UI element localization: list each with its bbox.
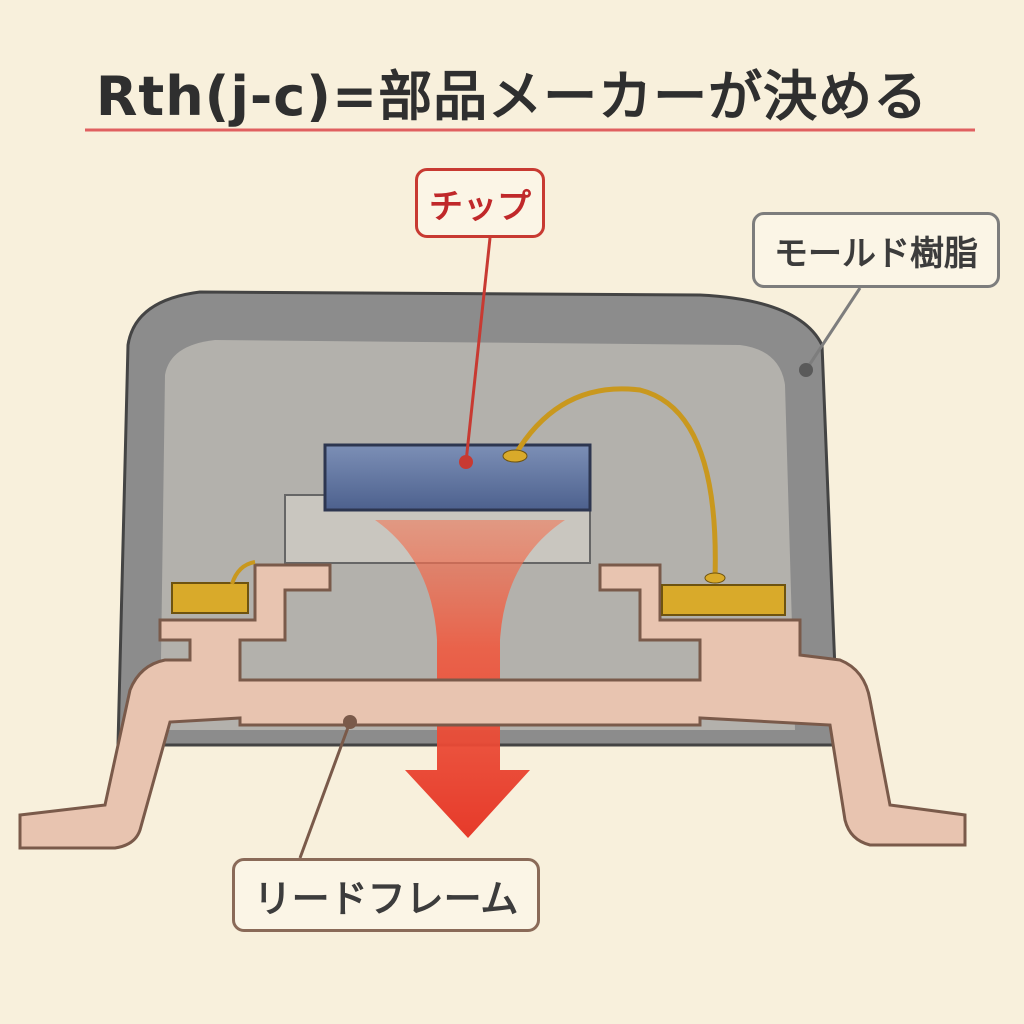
mold-leader-dot — [799, 363, 813, 377]
bond-wire-left — [230, 560, 256, 585]
lead-frame-label: リードフレーム — [232, 858, 540, 932]
chip-leader-line — [464, 237, 492, 463]
bond-pad-left — [171, 582, 249, 614]
bond-pad-right — [661, 584, 786, 616]
chip-label: チップ — [415, 168, 545, 238]
lead-leader-line — [298, 721, 352, 859]
chip-leader-dot — [459, 455, 473, 469]
wire-bond-ball — [502, 449, 528, 463]
lead-leader-dot — [343, 715, 357, 729]
chip-die — [323, 443, 592, 512]
wire-bond-ball — [704, 572, 726, 584]
bond-wire-right — [512, 386, 718, 579]
lead-frame — [18, 563, 967, 850]
mold-leader-line — [804, 287, 862, 371]
mold-resin-label: モールド樹脂 — [752, 212, 1000, 288]
page-title: Rth(j-c)=部品メーカーが決める — [95, 65, 929, 128]
